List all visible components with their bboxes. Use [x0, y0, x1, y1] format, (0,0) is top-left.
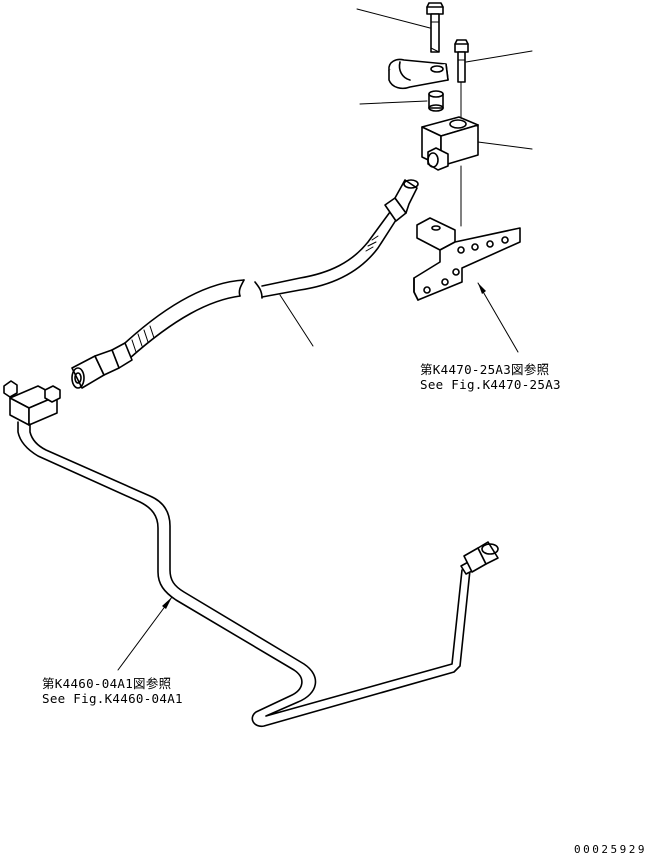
leader-connector-block — [477, 141, 533, 150]
connector-block — [421, 116, 479, 227]
bolt-short — [454, 39, 469, 119]
bolt-long — [426, 2, 444, 53]
leader-tube-arrow — [162, 597, 172, 609]
tube-reference-en: See Fig.K4460-04A1 — [42, 691, 183, 706]
elbow-fitting — [3, 380, 61, 426]
leader-bolt-long — [356, 8, 431, 29]
drawing-number: 00025929 — [574, 843, 647, 856]
leader-collar — [359, 100, 428, 105]
hose — [71, 179, 419, 389]
leader-hose — [279, 294, 314, 347]
collar — [428, 90, 444, 112]
tube-reference-jp: 第K4460-04A1図参照 — [42, 676, 172, 691]
tube — [17, 421, 499, 728]
leader-tube-ref — [117, 596, 173, 671]
leader-bracket-arrow — [478, 283, 486, 294]
clamp — [388, 58, 449, 90]
leader-bolt-short — [465, 50, 533, 63]
bracket — [413, 217, 521, 301]
bracket-reference-en: See Fig.K4470-25A3 — [420, 377, 561, 392]
bracket-reference-jp: 第K4470-25A3図参照 — [420, 362, 550, 377]
leader-bracket-ref — [477, 282, 519, 353]
